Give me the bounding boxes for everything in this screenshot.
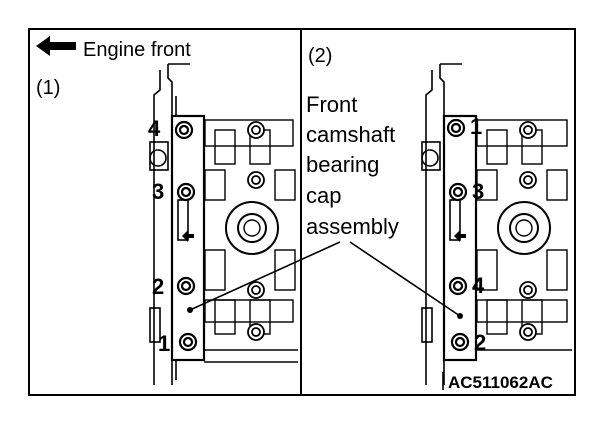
panel-1-bolt-number: 4 xyxy=(148,116,161,141)
direction-label: Engine front xyxy=(83,39,191,61)
leader-line-panel-1 xyxy=(189,241,341,311)
engine-drawing-1 xyxy=(149,63,298,385)
callout-line: bearing xyxy=(306,152,379,177)
figure-code: AC511062AC xyxy=(448,373,553,392)
panel-1-bolt-number: 2 xyxy=(152,274,164,299)
callout-line: cap xyxy=(306,183,341,208)
panel-1-bolt-number: 1 xyxy=(158,331,170,356)
panel-1-bolt-number: 3 xyxy=(152,179,164,204)
leader-dot-panel-2 xyxy=(457,313,463,319)
panel-2-bolt-number: 2 xyxy=(474,330,486,355)
panel-1-label: (1) xyxy=(36,77,60,99)
leader-line-panel-2 xyxy=(349,241,461,317)
callout-line: assembly xyxy=(306,214,399,239)
panel-2-bolt-number: 3 xyxy=(472,179,484,204)
leader-dot-panel-1 xyxy=(187,307,193,313)
panel-2-label: (2) xyxy=(308,45,332,67)
left-arrow-icon xyxy=(36,36,76,56)
callout-line: camshaft xyxy=(306,122,395,147)
panel-2-bolt-number: 4 xyxy=(472,273,485,298)
engine-drawing-2 xyxy=(421,63,572,385)
panel-2-bolt-number: 1 xyxy=(470,114,482,139)
callout-line: Front xyxy=(306,92,357,117)
